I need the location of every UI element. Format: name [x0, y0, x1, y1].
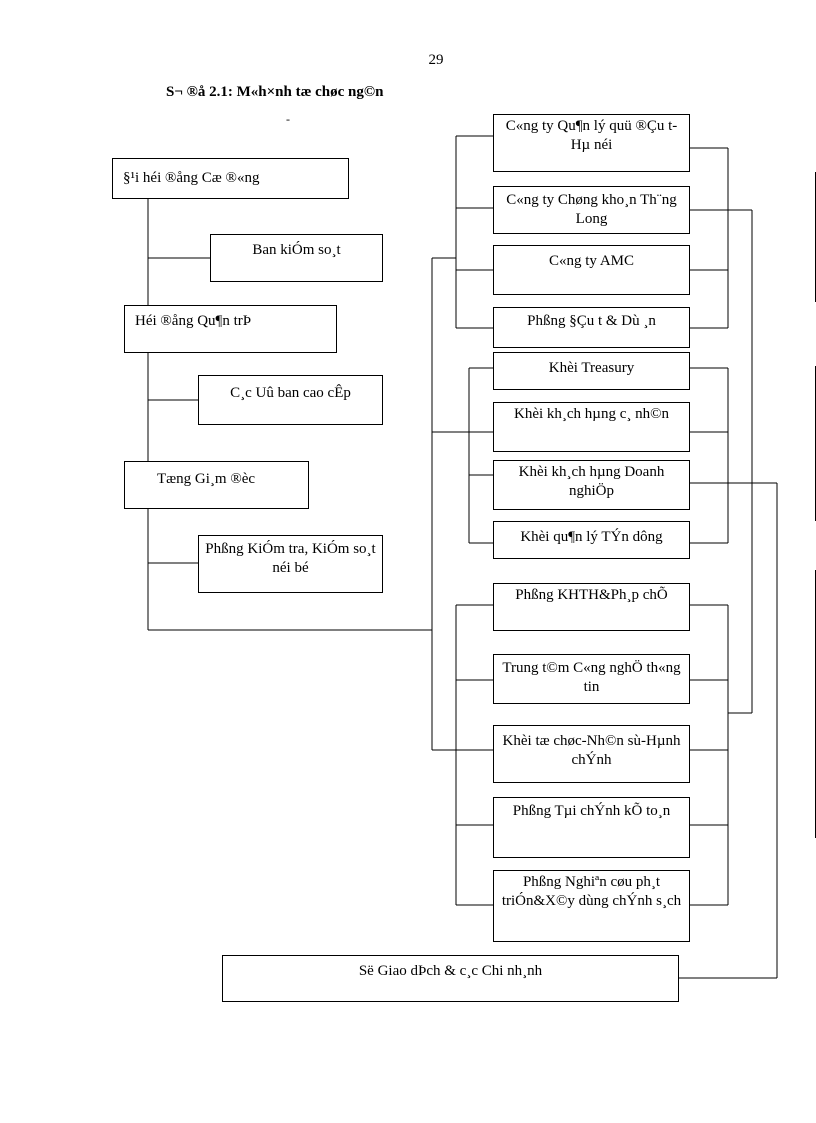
box-senior-committees: C¸c Uû ban cao cÊp — [198, 375, 383, 425]
box-research-development: Phßng Nghiªn cøu ph¸t triÓn&X©y dùng chÝ… — [493, 870, 690, 942]
page-number: 29 — [428, 52, 444, 68]
box-board-of-directors: Héi ®ång Qu¶n trÞ — [124, 305, 337, 353]
box-retail-customers: Khèi kh¸ch hµng c¸ nh©n — [493, 402, 690, 452]
box-amc-company: C«ng ty AMC — [493, 245, 690, 295]
box-general-director: Tæng Gi¸m ®èc — [124, 461, 309, 509]
box-fund-management-company: C«ng ty Qu¶n lý quü ®Çu t­ Hµ néi — [493, 114, 690, 172]
dash-mark: - — [286, 112, 290, 126]
box-supervisory-board: Ban kiÓm so¸t — [210, 234, 383, 282]
box-corporate-customers: Khèi kh¸ch hµng Doanh nghiÖp — [493, 460, 690, 510]
box-treasury: Khèi Treasury — [493, 352, 690, 390]
page-title: S¬ ®å 2.1: M«h×nh tæ chøc ng©n — [166, 84, 384, 100]
box-transaction-branches: Së Giao dÞch & c¸c Chi nh¸nh — [222, 955, 679, 1002]
box-planning-legal: Phßng KHTH&Ph¸p chÕ — [493, 583, 690, 631]
box-finance-accounting: Phßng Tµi chÝnh kÕ to¸n — [493, 797, 690, 858]
box-credit-management: Khèi qu¶n lý TÝn dông — [493, 521, 690, 559]
box-it-center: Trung t©m C«ng nghÖ th«ng tin — [493, 654, 690, 704]
box-hr-admin: Khèi tæ chøc-Nh©n sù-Hµnh chÝnh — [493, 725, 690, 783]
box-investment-projects: Phßng §Çu t­ & Dù ¸n — [493, 307, 690, 348]
box-securities-company: C«ng ty Chøng kho¸n Th¨ng Long — [493, 186, 690, 234]
box-internal-audit: Phßng KiÓm tra, KiÓm so¸t néi bé — [198, 535, 383, 593]
box-shareholders-meeting: §¹i héi ®ång Cæ ®«ng — [112, 158, 349, 199]
